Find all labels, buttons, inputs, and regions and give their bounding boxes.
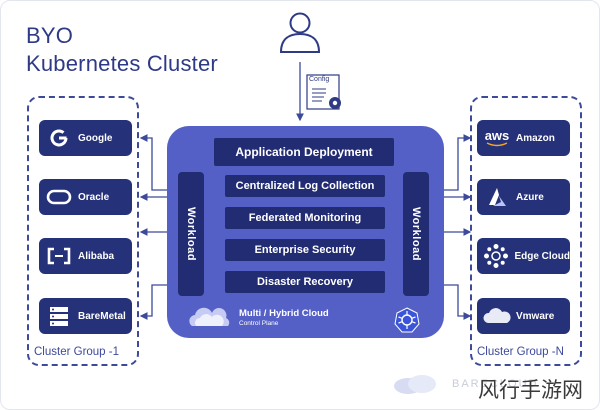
cluster-group-left: [27, 96, 139, 366]
title-line-2: Kubernetes Cluster: [26, 51, 218, 76]
left-connectors: [139, 134, 167, 320]
control-plane-label: Multi / Hybrid Cloud Control Plane: [239, 308, 329, 327]
aws-icon-text: aws: [484, 127, 510, 143]
provider-baremetal-label: BareMetal: [78, 310, 126, 322]
provider-edge-cloud[interactable]: Edge Cloud: [477, 238, 570, 274]
watermark-logo-icon: [394, 375, 436, 394]
server-icon: [44, 301, 74, 331]
provider-google[interactable]: Google: [39, 120, 132, 156]
service-enterprise-security[interactable]: Enterprise Security: [225, 239, 385, 261]
cluster-group-right-label: Cluster Group -N: [477, 346, 564, 358]
provider-azure[interactable]: Azure: [477, 179, 570, 215]
provider-edge-cloud-label: Edge Cloud: [514, 250, 570, 262]
control-plane-subtitle: Control Plane: [239, 320, 279, 327]
provider-baremetal[interactable]: BareMetal: [39, 298, 132, 334]
provider-vmware[interactable]: Vmware: [477, 298, 570, 334]
service-federated-monitoring[interactable]: Federated Monitoring: [225, 207, 385, 229]
google-icon: [44, 123, 74, 153]
config-label: Config: [309, 76, 330, 83]
service-application-deployment[interactable]: Application Deployment: [214, 138, 394, 166]
control-plane-title: Multi / Hybrid Cloud: [239, 308, 329, 319]
config-document-icon: Config: [304, 72, 346, 112]
oracle-icon: [44, 182, 74, 212]
edge-cloud-icon: [482, 241, 510, 271]
cluster-group-left-label: Cluster Group -1: [34, 346, 120, 358]
azure-icon: [482, 182, 512, 212]
provider-oracle[interactable]: Oracle: [39, 179, 132, 215]
workload-left: Workload: [178, 172, 204, 296]
cluster-group-right: [470, 96, 582, 366]
watermark-text: BARECLOUD: [452, 378, 539, 390]
workload-left-label: Workload: [185, 207, 197, 261]
vmware-cloud-icon: [482, 301, 512, 331]
provider-google-label: Google: [78, 132, 113, 144]
service-disaster-recovery[interactable]: Disaster Recovery: [225, 271, 385, 293]
workload-right: Workload: [403, 172, 429, 296]
user-icon: [279, 12, 321, 53]
provider-azure-label: Azure: [516, 191, 544, 203]
service-log-collection[interactable]: Centralized Log Collection: [225, 175, 385, 197]
cloud-icon: [189, 307, 230, 326]
provider-amazon-label: Amazon: [516, 132, 555, 144]
alibaba-icon: [44, 241, 74, 271]
provider-amazon[interactable]: aws Amazon: [477, 120, 570, 156]
workload-right-label: Workload: [410, 207, 422, 261]
title-line-1: BYO: [26, 23, 74, 48]
kubernetes-icon: [394, 307, 420, 333]
provider-alibaba[interactable]: Alibaba: [39, 238, 132, 274]
diagram-title: BYO Kubernetes Cluster: [26, 22, 218, 78]
aws-icon: aws: [482, 123, 512, 153]
provider-alibaba-label: Alibaba: [78, 250, 115, 262]
right-connectors: [444, 134, 472, 320]
provider-vmware-label: Vmware: [516, 310, 555, 322]
provider-oracle-label: Oracle: [78, 191, 110, 203]
stamp-text: 风行手游网: [478, 378, 583, 402]
